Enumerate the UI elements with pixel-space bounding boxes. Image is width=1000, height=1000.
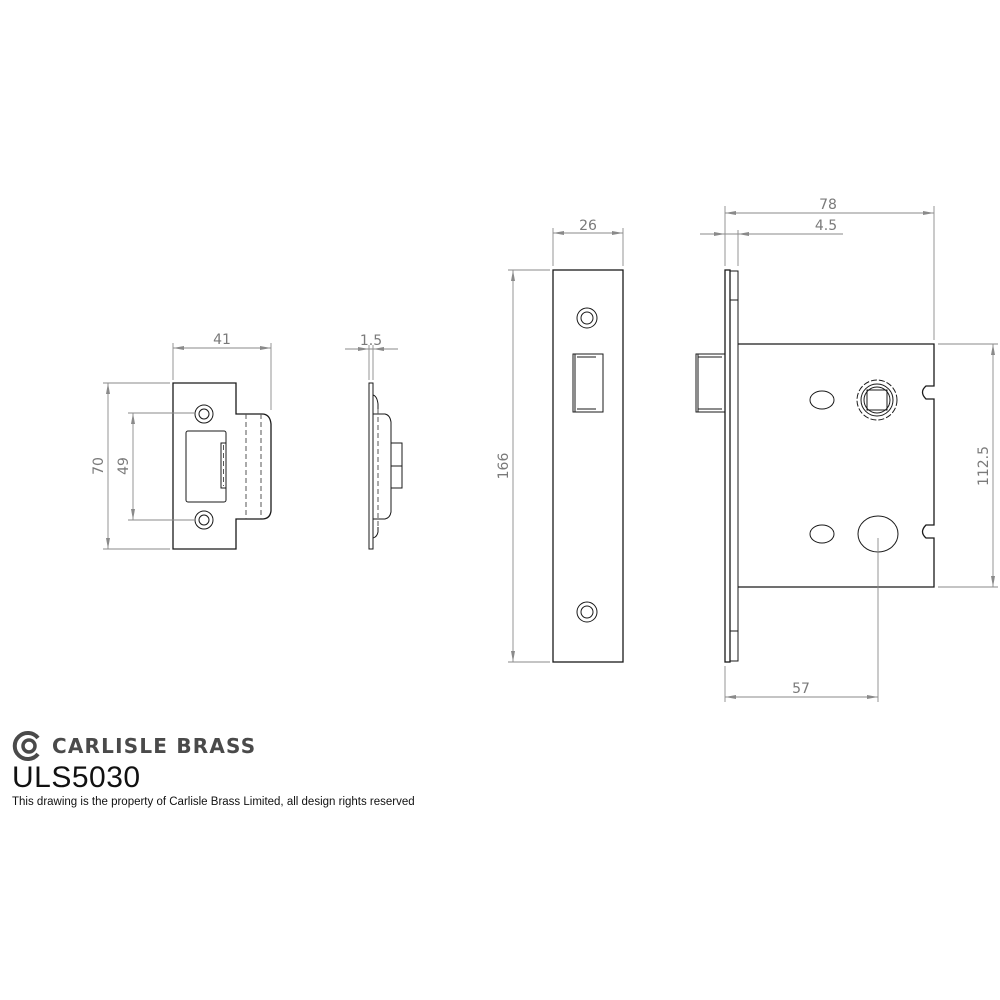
dim-57-label: 57 (792, 681, 810, 697)
brand-header: CARLISLE BRASS (12, 730, 256, 762)
carlisle-brass-c-logo-icon (12, 731, 40, 761)
strike-plate-side-view: 1.5 (345, 333, 403, 550)
dim-49-label: 49 (116, 457, 132, 475)
dim-41-label: 41 (213, 332, 231, 348)
dim-112-5-label: 112.5 (976, 446, 992, 486)
dim-26-label: 26 (579, 218, 597, 234)
rights-notice: This drawing is the property of Carlisle… (12, 796, 415, 808)
dim-70-label: 70 (91, 457, 107, 475)
lock-body-side-view: 78 4.5 112.5 57 (695, 197, 998, 702)
dim-166-label: 166 (496, 453, 512, 480)
dim-78-label: 78 (819, 197, 837, 213)
dim-4-5-label: 4.5 (815, 218, 837, 234)
strike-plate-front-view: 41 70 49 (91, 332, 272, 550)
brand-name: CARLISLE BRASS (52, 734, 257, 758)
product-code: ULS5030 (12, 761, 141, 794)
dim-1-5-label: 1.5 (360, 333, 382, 349)
forend-front-view: 26 166 (496, 218, 624, 663)
